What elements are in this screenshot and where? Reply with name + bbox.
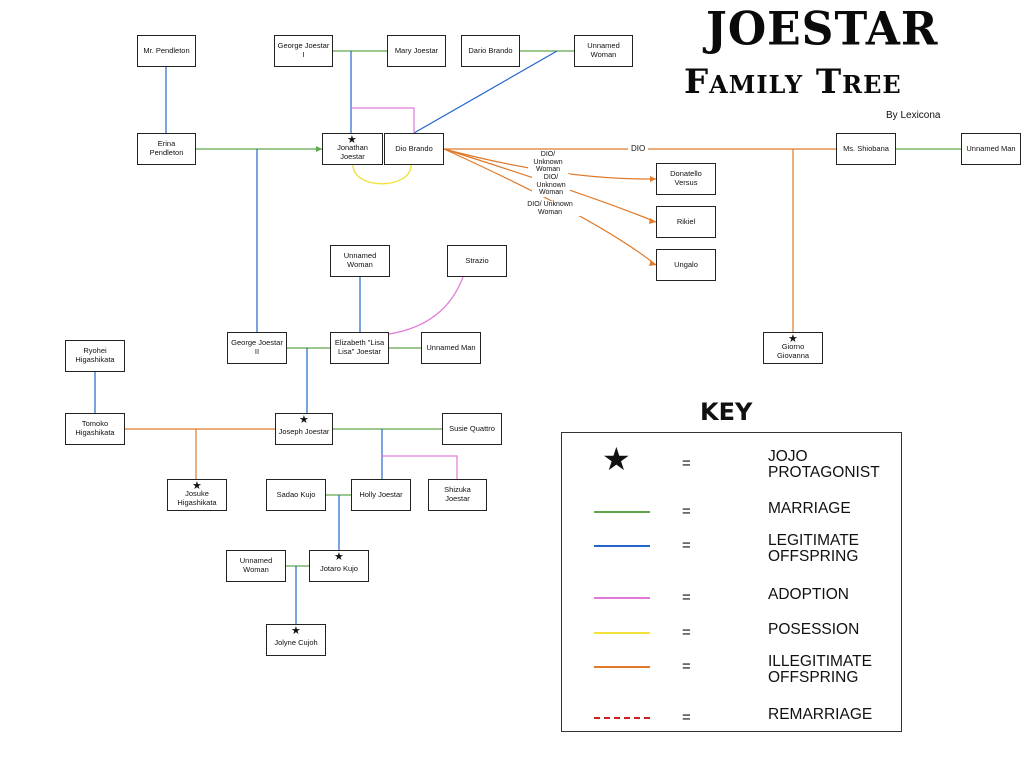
key-title: KEY — [700, 398, 753, 426]
node-george-joestar-ii: George Joestar II — [227, 332, 287, 364]
node-josuke-higashikata: Josuke Higashikata — [167, 479, 227, 511]
node-shizuka-joestar: Shizuka Joestar — [428, 479, 487, 511]
node-mary-joestar: Mary Joestar — [387, 35, 446, 67]
node-ryohei-higashikata: Ryohei Higashikata — [65, 340, 125, 372]
edge-label-ungalo: DIO/ Unknown Woman — [517, 201, 583, 217]
key-label-marriage: MARRIAGE — [768, 500, 851, 517]
node-strazio: Strazio — [447, 245, 507, 277]
node-ungalo: Ungalo — [656, 249, 716, 281]
key-row-adoption: = ADOPTION — [562, 586, 901, 623]
protagonist-star-icon: ★ — [192, 480, 202, 492]
key-swatch-marriage — [594, 511, 650, 513]
protagonist-star-icon: ★ — [291, 625, 301, 637]
adoption-line-joseph-shizuka — [382, 455, 458, 479]
adoption-line-strazio-lisa — [388, 276, 464, 335]
key-equals: = — [682, 589, 691, 606]
node-unnamed-woman-lisa-mother: Unnamed Woman — [330, 245, 390, 277]
key-swatch-illegitimate — [594, 666, 650, 668]
node-tomoko-higashikata: Tomoko Higashikata — [65, 413, 125, 445]
key-row-remarriage: = REMARRIAGE — [562, 706, 901, 743]
title-line-2: Family Tree — [684, 62, 902, 102]
key-row-illegitimate: = ILLEGITIMATE OFFSPRING — [562, 654, 901, 692]
node-dio-brando: Dio Brando — [384, 133, 444, 165]
node-jonathan-joestar: Jonathan Joestar — [322, 133, 383, 165]
node-ms-shiobana: Ms. Shiobana — [836, 133, 896, 165]
node-lisa-lisa: Elizabeth "Lisa Lisa" Joestar — [330, 332, 389, 364]
key-label-illegitimate: ILLEGITIMATE OFFSPRING — [768, 653, 872, 686]
star-icon: ★ — [602, 441, 631, 477]
legit-line-dario-dio — [413, 50, 558, 134]
node-erina-pendleton: Erina Pendleton — [137, 133, 196, 165]
protagonist-star-icon: ★ — [299, 414, 309, 426]
node-susie-quattro: Susie Quattro — [442, 413, 502, 445]
node-jotaro-kujo: Jotaro Kujo — [309, 550, 369, 582]
title-line-1: JOESTAR — [706, 2, 939, 57]
key-row-marriage: = MARRIAGE — [562, 500, 901, 537]
node-unnamed-man-lisa: Unnamed Man — [421, 332, 481, 364]
key-label-adoption: ADOPTION — [768, 586, 849, 603]
key-swatch-legitimate — [594, 545, 650, 547]
key-row-possession: = POSESSION — [562, 621, 901, 658]
node-unnamed-woman-dio-mother: Unnamed Woman — [574, 35, 633, 67]
protagonist-star-icon: ★ — [347, 134, 357, 146]
key-equals: = — [682, 537, 691, 554]
key-label-remarriage: REMARRIAGE — [768, 706, 873, 723]
node-donatello-versus: Donatello Versus — [656, 163, 716, 195]
key-label-possession: POSESSION — [768, 621, 860, 638]
edge-label-rikiel: DIO/ Unknown Woman — [532, 174, 570, 198]
node-giorno-giovanna: Giorno Giovanna — [763, 332, 823, 364]
key-label-legitimate: LEGITIMATE OFFSPRING — [768, 532, 860, 565]
node-jolyne-cujoh: Jolyne Cujoh — [266, 624, 326, 656]
node-unnamed-woman-jotaro: Unnamed Woman — [226, 550, 286, 582]
node-rikiel: Rikiel — [656, 206, 716, 238]
key-equals: = — [682, 709, 691, 726]
edge-label-dio: DIO — [628, 144, 649, 154]
byline: By Lexicona — [886, 110, 941, 121]
key-label-protagonist: JOJO PROTAGONIST — [768, 448, 880, 481]
key-equals: = — [682, 503, 691, 520]
key-equals: = — [682, 624, 691, 641]
key-row-legitimate: = LEGITIMATE OFFSPRING — [562, 533, 901, 571]
edge-label-donatello: DIO/ Unknown Woman — [528, 151, 568, 175]
adoption-line-george1-dio — [351, 107, 415, 133]
key-swatch-adoption — [594, 597, 650, 599]
key-equals: = — [682, 658, 691, 675]
protagonist-star-icon: ★ — [788, 333, 798, 345]
key-equals: = — [682, 455, 691, 472]
node-unnamed-man-shiobana: Unnamed Man — [961, 133, 1021, 165]
possession-line-dio-jonathan — [352, 164, 412, 185]
key-legend: ★ = JOJO PROTAGONIST = MARRIAGE = LEGITI… — [561, 432, 902, 732]
node-holly-joestar: Holly Joestar — [351, 479, 411, 511]
key-swatch-remarriage — [594, 717, 650, 719]
key-row-protagonist: ★ = JOJO PROTAGONIST — [562, 443, 901, 485]
node-joseph-joestar: Joseph Joestar — [275, 413, 333, 445]
node-george-joestar-i: George Joestar I — [274, 35, 333, 67]
key-swatch-possession — [594, 632, 650, 634]
node-dario-brando: Dario Brando — [461, 35, 520, 67]
node-sadao-kujo: Sadao Kujo — [266, 479, 326, 511]
node-mr-pendleton: Mr. Pendleton — [137, 35, 196, 67]
protagonist-star-icon: ★ — [334, 551, 344, 563]
